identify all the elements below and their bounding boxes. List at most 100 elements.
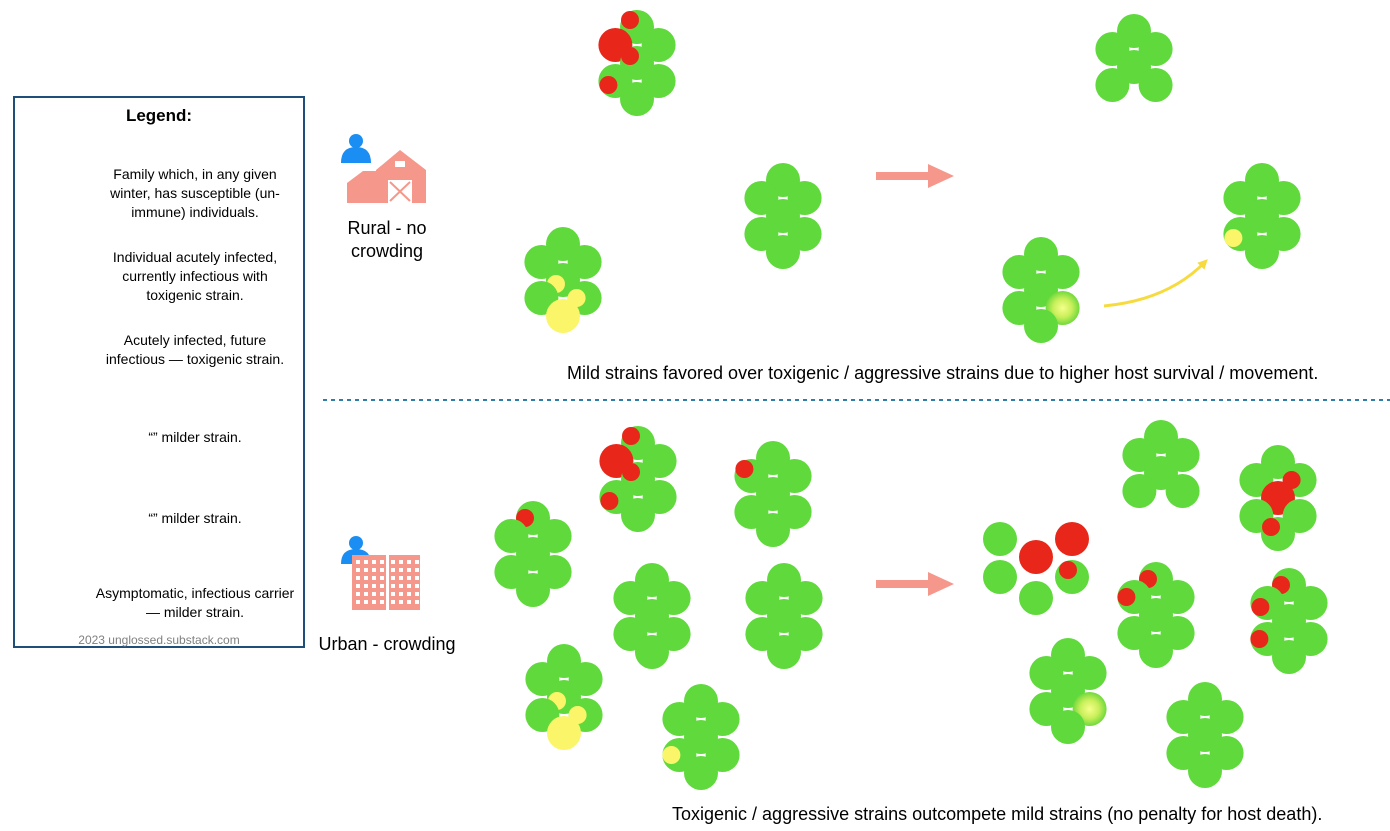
building-window [364,560,368,564]
family-member [756,513,790,547]
building-window [356,584,360,588]
arrow-right-icon [876,164,954,188]
building-window [364,584,368,588]
building-window [380,592,384,596]
family-member [516,573,550,607]
legend-text-future-toxigenic: Acutely infected, future infectious — to… [105,332,285,367]
building-window [372,560,376,564]
family-member [620,82,654,116]
building-window [380,576,384,580]
future-toxigenic-dot [621,11,639,29]
mild-infectious-member [546,299,580,333]
future-toxigenic-dot [599,76,618,94]
urban-label: Urban - crowding [318,634,456,654]
building-window [364,576,368,580]
future-toxigenic-dot [600,492,619,510]
family-member [1139,634,1173,668]
family-member [1122,474,1157,508]
family-member [635,635,669,669]
future-toxigenic-dot [1117,588,1136,606]
future-toxigenic-dot [1059,561,1077,579]
building-window [356,568,360,572]
mild-infectious-member [547,716,581,750]
building-window [391,560,395,564]
future-toxigenic-dot [622,427,640,445]
building-window [364,600,368,604]
building-window [356,560,360,564]
building-window [380,568,384,572]
future-toxigenic-dot [622,463,640,481]
family-member [766,235,800,269]
future-toxigenic-dot [1262,518,1280,536]
building-window [399,584,403,588]
building-window [391,568,395,572]
building-window [415,560,419,564]
family-member [1138,68,1173,102]
building-window [415,568,419,572]
family-member [1188,754,1222,788]
toxigenic-infectious-member [1055,522,1089,556]
future-toxigenic-dot [1250,630,1269,648]
family-member [1272,640,1306,674]
building-window [415,600,419,604]
future-mild-dot [662,746,681,764]
building-window [399,576,403,580]
building-window [415,576,419,580]
building-window [391,600,395,604]
building-window [391,584,395,588]
future-toxigenic-dot [621,47,639,65]
building-window [391,592,395,596]
arrow-right-icon [876,572,954,596]
building-window [372,592,376,596]
building-window [407,560,411,564]
family-member [1051,710,1085,744]
family-member [1095,68,1130,102]
barn-icon [347,150,426,203]
building-window [399,568,403,572]
building-window [407,576,411,580]
family-member [767,635,801,669]
building-window [380,600,384,604]
building-window [399,592,403,596]
building-window [391,576,395,580]
building-window [407,600,411,604]
transmission-arrow-icon [1103,259,1208,308]
building-window [364,592,368,596]
apartment-building-icon [352,555,420,610]
building-window [356,600,360,604]
family-member [684,756,718,790]
family-member [1024,309,1058,343]
family-member [1165,474,1200,508]
building-window [407,584,411,588]
building-window [372,600,376,604]
future-toxigenic-dot [735,460,754,478]
legend-text-carrier-mild: Asymptomatic, infectious carrier — milde… [95,585,295,620]
legend-credit: 2023 unglossed.substack.com [78,633,240,647]
building-window [407,568,411,572]
future-mild-dot [1224,229,1243,247]
building-window [415,584,419,588]
building-window [356,592,360,596]
legend-text-acute-mild: “” milder strain. [148,429,242,445]
building-window [407,592,411,596]
rural-caption: Mild strains favored over toxigenic / ag… [567,363,1319,383]
legend-text-family: Family which, in any given winter, has s… [110,166,280,220]
family-member [1245,235,1279,269]
toxigenic-infectious-member [1019,540,1053,574]
building-window [380,560,384,564]
building-window [356,576,360,580]
family-member [983,560,1017,594]
building-window [372,576,376,580]
legend-panel: Legend: Family which, in any given winte… [13,96,305,648]
legend-text-acute-toxigenic: Individual acutely infected, currently i… [112,249,278,303]
future-toxigenic-dot [1251,598,1270,616]
urban-caption: Toxigenic / aggressive strains outcompet… [672,804,1323,824]
rural-label: Rural - no crowding [347,218,427,261]
family-member [621,498,655,532]
legend-text-future-mild: “” milder strain. [148,510,242,526]
building-window [399,600,403,604]
family-member [1019,581,1053,615]
building-window [380,584,384,588]
